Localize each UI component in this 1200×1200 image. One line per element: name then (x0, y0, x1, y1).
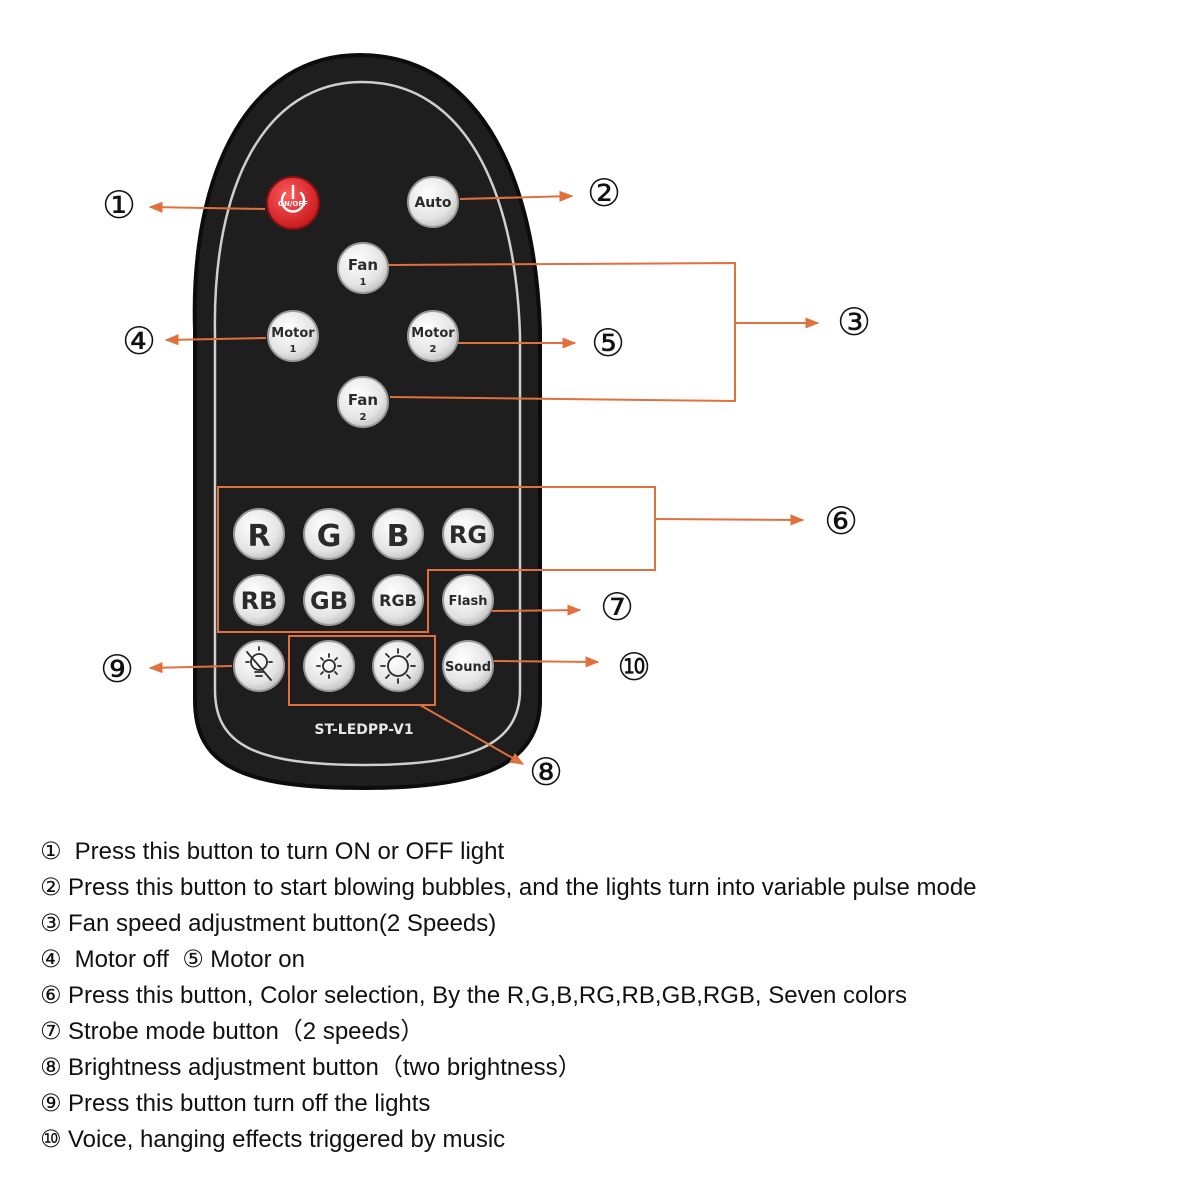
legend-marker: ② (40, 873, 62, 901)
power-button[interactable]: ON/OFF (266, 176, 320, 230)
legend-marker: ⑦ (40, 1017, 62, 1045)
b-label: B (387, 519, 410, 554)
gb-button[interactable]: GB (303, 574, 355, 626)
legend-text: Voice, hanging effects triggered by musi… (68, 1126, 506, 1153)
leader-lines (148, 190, 820, 765)
rgb-label: RGB (379, 591, 417, 610)
legend-marker: ⑨ (40, 1089, 62, 1117)
flash-label: Flash (448, 594, 487, 609)
color-group-outline (217, 486, 656, 633)
fan1-label: Fan (348, 256, 378, 274)
callout-7: ⑦ (600, 585, 634, 629)
legend-text: Press this button turn off the lights (68, 1090, 431, 1117)
motor1-label: Motor (271, 326, 315, 341)
legend-text: Fan speed adjustment button(2 Speeds) (68, 910, 497, 937)
legend-marker: ③ (40, 909, 62, 937)
callout-2: ② (587, 171, 621, 215)
remote-inner-outline (213, 80, 522, 767)
callout-3: ③ (837, 300, 871, 344)
sound-button[interactable]: Sound (442, 640, 494, 692)
gb-label: GB (310, 587, 348, 615)
callout-4: ④ (122, 319, 156, 363)
g-button[interactable]: G (303, 508, 355, 560)
sound-label: Sound (445, 660, 491, 675)
motor1-button[interactable]: Motor 1 (267, 310, 319, 362)
fan2-label: Fan (348, 391, 378, 409)
fan2-button[interactable]: Fan 2 (337, 376, 389, 428)
brightness-group-outline (288, 635, 436, 706)
rb-button[interactable]: RB (233, 574, 285, 626)
legend-item-1: ① Press this button to turn ON or OFF li… (40, 833, 1160, 869)
callout-10: ⑩ (617, 645, 651, 689)
legend-marker: ⑥ (40, 981, 62, 1009)
rg-button[interactable]: RG (442, 508, 494, 560)
legend-text: Press this button to start blowing bubbl… (68, 874, 977, 901)
g-label: G (317, 519, 342, 554)
sun-small-icon (316, 653, 342, 679)
sun-large-icon (380, 648, 416, 684)
rg-label: RG (449, 521, 487, 549)
callout-5: ⑤ (591, 321, 625, 365)
power-label: ON/OFF (278, 200, 308, 208)
motor2-sub: 2 (430, 344, 437, 355)
fan1-sub: 1 (360, 277, 367, 288)
legend-text: Brightness adjustment button（two brightn… (68, 1054, 582, 1081)
brightness-low-button[interactable] (303, 640, 355, 692)
legend-marker: ⑤ (182, 945, 204, 973)
callout-8: ⑧ (529, 750, 563, 794)
callout-6: ⑥ (824, 499, 858, 543)
model-label: ST-LEDPP-V1 (314, 722, 413, 738)
fan1-button[interactable]: Fan 1 (337, 242, 389, 294)
motor2-label: Motor (411, 326, 455, 341)
r-label: R (247, 519, 270, 554)
motor2-button[interactable]: Motor 2 (407, 310, 459, 362)
brightness-high-button[interactable] (372, 640, 424, 692)
auto-label: Auto (414, 195, 451, 211)
light-off-button[interactable] (233, 640, 285, 692)
bulb-off-icon (245, 646, 273, 681)
legend-marker: ⑧ (40, 1053, 62, 1081)
r-button[interactable]: R (233, 508, 285, 560)
legend-text: Press this button, Color selection, By t… (68, 982, 907, 1009)
callout-1: ① (102, 183, 136, 227)
legend-list: ① Press this button to turn ON or OFF li… (40, 833, 1160, 1157)
legend-marker: ① (40, 837, 62, 865)
rgb-button[interactable]: RGB (372, 574, 424, 626)
power-icon (280, 184, 306, 213)
legend-text: Strobe mode button（2 speeds） (68, 1018, 425, 1045)
callout-9: ⑨ (100, 647, 134, 691)
remote-diagram: ON/OFF Auto Fan 1 Motor 1 Motor 2 Fan 2 … (100, 52, 871, 794)
legend-text: Press this button to turn ON or OFF ligh… (68, 838, 505, 865)
legend-text: Motor off (68, 946, 183, 973)
legend-marker: ⑩ (40, 1125, 62, 1153)
flash-button[interactable]: Flash (442, 574, 494, 626)
auto-button[interactable]: Auto (407, 176, 459, 228)
fan2-sub: 2 (360, 412, 367, 423)
rb-label: RB (241, 587, 278, 615)
legend-marker: ④ (40, 945, 62, 973)
motor1-sub: 1 (290, 344, 297, 355)
b-button[interactable]: B (372, 508, 424, 560)
legend-text: Motor on (210, 946, 305, 973)
